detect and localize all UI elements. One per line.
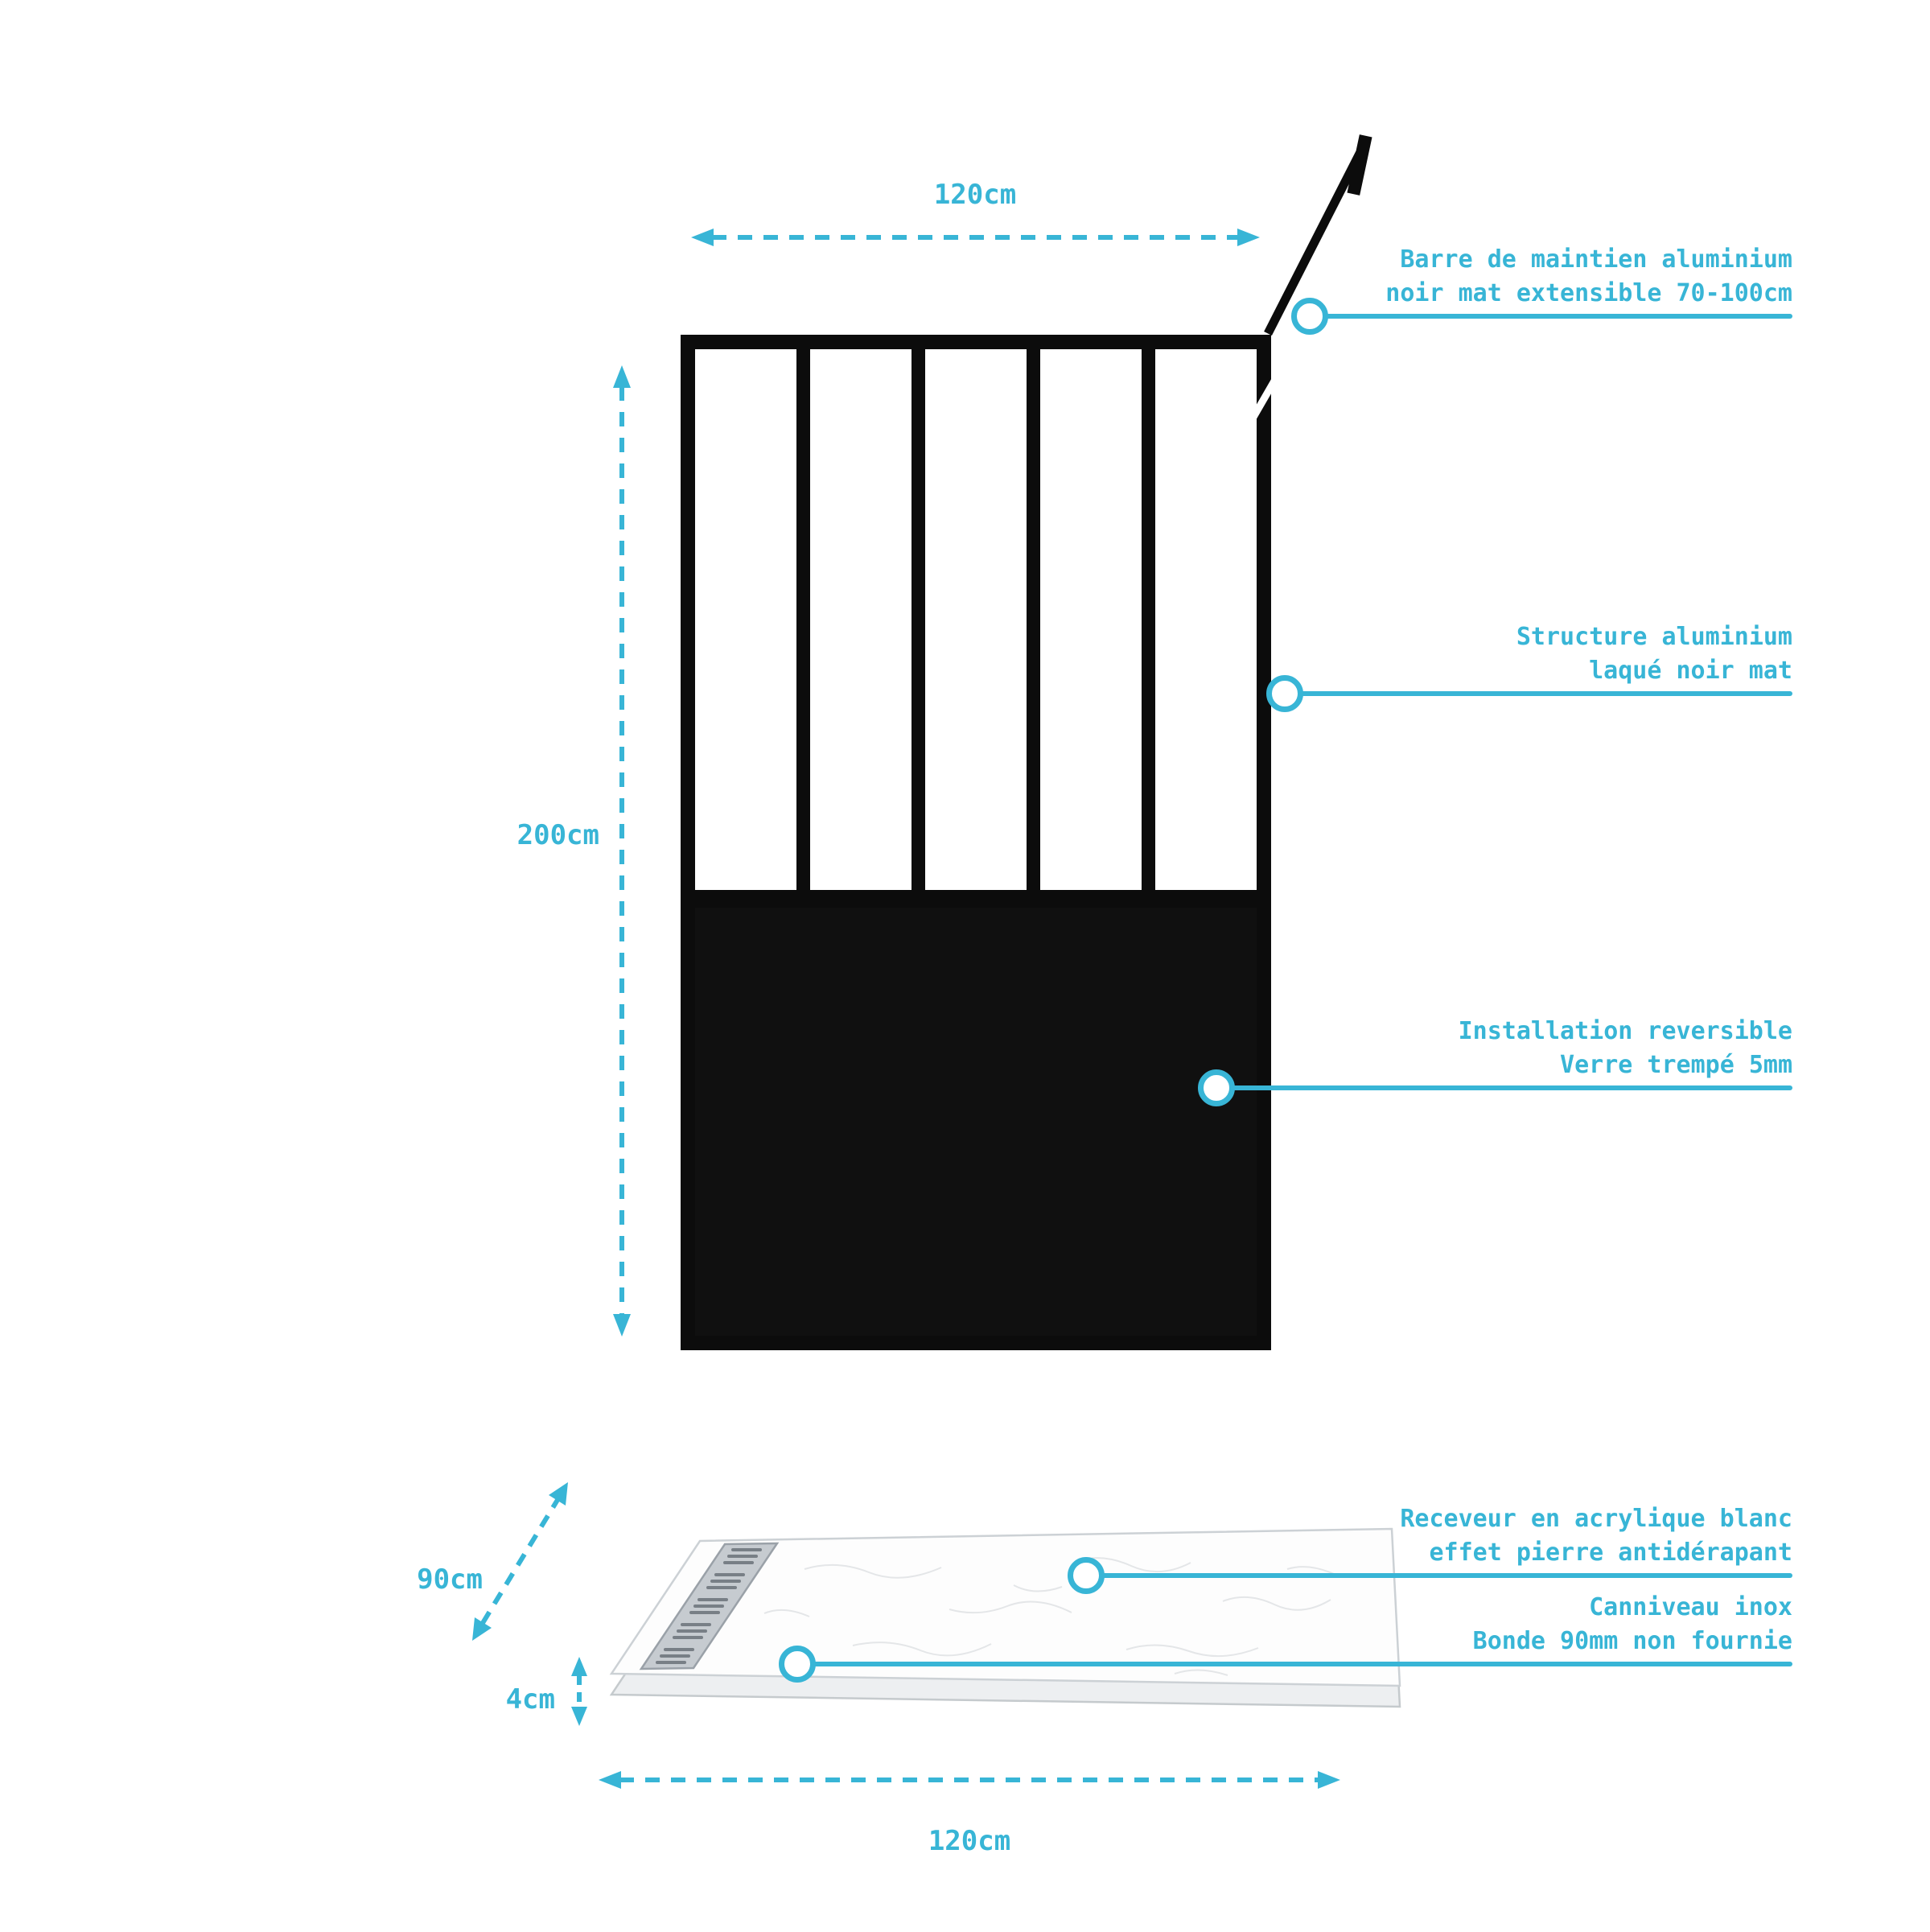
glass-pane [925, 349, 1027, 890]
dim-label-screen-height: 200cm [516, 819, 599, 851]
callout-tray-line2: effet pierre antidérapant [1429, 1539, 1792, 1567]
callout-installation: Installation reversible Verre trempé 5mm [1459, 1015, 1792, 1082]
dim-label-tray-thickness: 4cm [505, 1683, 555, 1716]
callout-support-bar-pointer [1310, 314, 1792, 319]
arrowhead-left-icon [599, 1771, 621, 1789]
glass-pane [810, 349, 912, 890]
arrowhead-right-icon [1318, 1771, 1340, 1789]
callout-drain-line1: Canniveau inox [1589, 1593, 1792, 1621]
callout-structure-pointer [1285, 691, 1792, 696]
opaque-lower-panel [695, 908, 1257, 1336]
callout-installation-line1: Installation reversible [1458, 1017, 1792, 1045]
dim-arrow-screen-width [691, 229, 1260, 246]
arrowhead-right-icon [1237, 229, 1260, 246]
callout-structure: Structure aluminium laqué noir mat [1516, 620, 1792, 688]
arrowhead-up-icon [613, 365, 631, 388]
dim-arrow-screen-height [613, 365, 631, 1337]
glass-panes [695, 349, 1257, 890]
callout-installation-line2: Verre trempé 5mm [1560, 1051, 1792, 1079]
callout-tray-pointer [1086, 1573, 1792, 1578]
callout-drain-pointer [797, 1662, 1792, 1666]
arrowhead-left-icon [691, 229, 714, 246]
drain-grate [639, 1542, 780, 1670]
arrowhead-down-icon [571, 1707, 587, 1726]
callout-installation-dot [1198, 1069, 1235, 1106]
dim-arrow-tray-width [599, 1771, 1340, 1789]
shower-screen-panel [681, 335, 1271, 1350]
callout-tray: Receveur en acrylique blanc effet pierre… [1400, 1502, 1792, 1570]
callout-structure-line2: laqué noir mat [1589, 657, 1792, 685]
arrowhead-upright-icon [549, 1482, 568, 1506]
arrowhead-down-icon [613, 1314, 631, 1337]
arrowhead-up-icon [571, 1657, 587, 1676]
callout-support-bar-line1: Barre de maintien aluminium [1400, 245, 1792, 274]
callout-installation-pointer [1216, 1085, 1792, 1090]
callout-drain-line2: Bonde 90mm non fournie [1472, 1627, 1792, 1655]
dim-arrow-tray-depth [472, 1482, 568, 1641]
arrowhead-downleft-icon [472, 1617, 492, 1641]
glass-pane [695, 349, 796, 890]
callout-support-bar-dot [1291, 298, 1328, 335]
dim-label-tray-width: 120cm [928, 1825, 1011, 1857]
callout-support-bar: Barre de maintien aluminium noir mat ext… [1385, 243, 1792, 311]
callout-drain: Canniveau inox Bonde 90mm non fournie [1473, 1591, 1792, 1658]
callout-drain-dot [779, 1646, 816, 1683]
dim-label-screen-width: 120cm [933, 179, 1017, 211]
shower-tray [609, 1527, 1401, 1708]
glass-pane [1040, 349, 1142, 890]
dim-arrow-tray-thickness [571, 1657, 587, 1726]
dim-label-tray-depth: 90cm [417, 1563, 483, 1596]
callout-structure-line1: Structure aluminium [1516, 623, 1792, 651]
callout-support-bar-line2: noir mat extensible 70-100cm [1385, 279, 1792, 307]
callout-tray-line1: Receveur en acrylique blanc [1400, 1505, 1792, 1533]
callout-tray-dot [1068, 1557, 1105, 1594]
callout-structure-dot [1266, 675, 1303, 712]
